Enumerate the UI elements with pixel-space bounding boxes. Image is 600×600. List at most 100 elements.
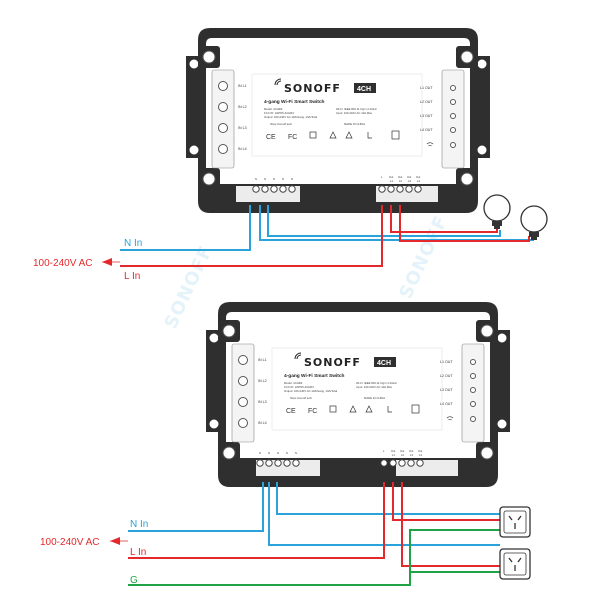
bottom-terminal-n-3: N <box>277 451 279 455</box>
watermark-text-1: SONOFF <box>160 242 217 332</box>
top-terminals-neutral: N N N N N <box>252 177 296 193</box>
top-output-leds: L1 OUT L2 OUT L3 OUT L4 OUT <box>420 85 456 148</box>
top-button-2[interactable]: IN L2 <box>218 102 247 112</box>
top-load-wire-2 <box>399 205 530 242</box>
top-spec-left-0: Model: 4CHR3 <box>264 107 283 111</box>
top-spec-right-0: Wi-Fi: IEEE 802.11 b/g/n 2.4GHz <box>336 107 377 111</box>
bottom-terminal-l: L <box>383 449 385 453</box>
bulb-icon <box>520 205 548 240</box>
bottom-button-1[interactable]: IN L1 <box>238 355 267 365</box>
top-terminal-sub-1: L1 <box>390 179 393 183</box>
bottom-output-1-label: L1 OUT <box>440 360 453 364</box>
watermark-text-2: SONOFF <box>395 212 452 302</box>
bottom-made-in: MADE IN CHINA <box>364 396 385 400</box>
bottom-output-leds: L1 OUT L2 OUT L3 OUT L4 OUT <box>440 359 476 422</box>
bottom-terminal-sub-2: L2 <box>401 453 404 457</box>
bottom-button-2[interactable]: IN L2 <box>238 376 267 386</box>
top-terminal-sub-4: L4 <box>417 179 420 183</box>
bottom-terminal-out-3: Out <box>409 449 413 453</box>
top-wifi-led-icon <box>426 142 434 147</box>
top-terminal-n-2: N <box>264 177 266 181</box>
top-spec-left-1: FCC ID: 2APN5-4CHR3 <box>264 111 294 115</box>
top-terminal-out-3: Out <box>407 175 411 179</box>
top-badge <box>354 83 376 93</box>
bottom-website: https://sonoff.tech <box>290 396 312 400</box>
bottom-button-2-label: IN L2 <box>258 379 267 383</box>
bottom-output-4-label: L4 OUT <box>440 402 453 406</box>
top-terminal-sub-3: L3 <box>408 179 411 183</box>
bottom-terminal-sub-3: L3 <box>410 453 413 457</box>
bottom-terminal-sub-1: L1 <box>392 453 395 457</box>
bottom-supply-label: 100-240V AC <box>40 537 100 548</box>
top-l-label: L In <box>124 271 140 282</box>
top-website: https://sonoff.tech <box>270 122 292 126</box>
bottom-terminal-n-5: N <box>295 451 297 455</box>
top-output-3-label: L3 OUT <box>420 114 433 118</box>
bottom-terminals-live: L Out Out Out Out L1 L2 L3 L4 <box>380 449 424 467</box>
top-button-2-label: IN L2 <box>238 105 247 109</box>
top-terminal-n-4: N <box>282 177 284 181</box>
bottom-device: SONOFF 4CH 4-gang Wi-Fi Smart Switch Mod… <box>205 301 511 488</box>
bottom-terminal-out-4: Out <box>418 449 422 453</box>
bottom-button-3-label: IN L3 <box>258 400 267 404</box>
top-button-3[interactable]: IN L3 <box>218 123 247 133</box>
top-brand-text: SONOFF <box>284 82 341 95</box>
bottom-spec-right-0: Wi-Fi: IEEE 802.11 b/g/n 2.4GHz <box>356 381 397 385</box>
bottom-spec-left-1: FCC ID: 2APN5-4CHR3 <box>284 385 314 389</box>
top-neutral-wire <box>120 205 534 251</box>
top-terminal-out-1: Out <box>389 175 393 179</box>
bottom-model-line: 4-gang Wi-Fi Smart Switch <box>284 373 345 379</box>
svg-text:FC: FC <box>288 134 297 141</box>
bottom-terminal-out-2: Out <box>400 449 404 453</box>
top-load-wire-1 <box>390 205 498 233</box>
bottom-spec-left-0: Model: 4CHR3 <box>284 381 303 385</box>
socket-icon <box>499 506 531 538</box>
top-device: SONOFF 4CH 4-gang Wi-Fi Smart Switch Mod… <box>185 27 491 214</box>
bottom-terminal-out-1: Out <box>391 449 395 453</box>
bottom-button-1-label: IN L1 <box>258 358 267 362</box>
bulb-icon <box>483 194 511 229</box>
top-wires <box>102 205 534 267</box>
top-terminal-n-5: N <box>291 177 293 181</box>
bottom-wifi-led-icon <box>446 416 454 421</box>
bottom-cert-icons: CE FC <box>286 404 420 415</box>
top-terminal-l: L <box>381 175 383 179</box>
top-button-1-label: IN L1 <box>238 84 247 88</box>
top-terminal-n-3: N <box>273 177 275 181</box>
bottom-n-label: N In <box>130 519 148 530</box>
bottom-brand-text: SONOFF <box>304 356 361 369</box>
top-button-4-label: IN L4 <box>238 147 247 151</box>
bottom-spec-left-2: Output: 100-240V AC 10A/Gang, 10A/Total <box>284 389 338 393</box>
bottom-output-2-label: L2 OUT <box>440 374 453 378</box>
bottom-wifi-icon <box>294 352 302 360</box>
top-button-4[interactable]: IN L4 <box>218 144 247 154</box>
top-supply-label: 100-240V AC <box>33 258 93 269</box>
top-button-3-label: IN L3 <box>238 126 247 130</box>
bottom-ground-wire <box>128 529 500 586</box>
svg-text:CE: CE <box>266 134 276 141</box>
top-output-1-label: L1 OUT <box>420 86 433 90</box>
top-wifi-icon <box>274 78 282 86</box>
top-made-in: MADE IN CHINA <box>344 122 365 126</box>
bottom-load-wire-1 <box>392 482 500 521</box>
bottom-terminal-n-1: N <box>259 451 261 455</box>
socket-icon <box>499 548 531 580</box>
bottom-button-4-label: IN L4 <box>258 421 267 425</box>
bottom-button-3[interactable]: IN L3 <box>238 397 267 407</box>
top-model-line: 4-gang Wi-Fi Smart Switch <box>264 99 325 105</box>
top-button-1[interactable]: IN L1 <box>218 81 247 91</box>
bottom-button-4[interactable]: IN L4 <box>238 418 267 428</box>
top-terminal-out-4: Out <box>416 175 420 179</box>
top-output-2-label: L2 OUT <box>420 100 433 104</box>
bottom-terminals-neutral: N N N N N <box>256 451 300 467</box>
top-output-4-label: L4 OUT <box>420 128 433 132</box>
top-terminal-out-2: Out <box>398 175 402 179</box>
top-terminals-live: L Out Out Out Out L1 L2 L3 L4 <box>378 175 422 193</box>
bottom-wires <box>110 482 500 586</box>
top-spec-left-2: Output: 100-240V AC 10A/Gang, 10A/Total <box>264 115 318 119</box>
bottom-load-wire-2 <box>401 482 500 567</box>
bottom-spec-right-1: Input: 100-240V AC 10A Max <box>356 385 393 389</box>
top-n-label: N In <box>124 238 142 249</box>
top-terminal-sub-2: L2 <box>399 179 402 183</box>
bottom-terminal-n-2: N <box>268 451 270 455</box>
